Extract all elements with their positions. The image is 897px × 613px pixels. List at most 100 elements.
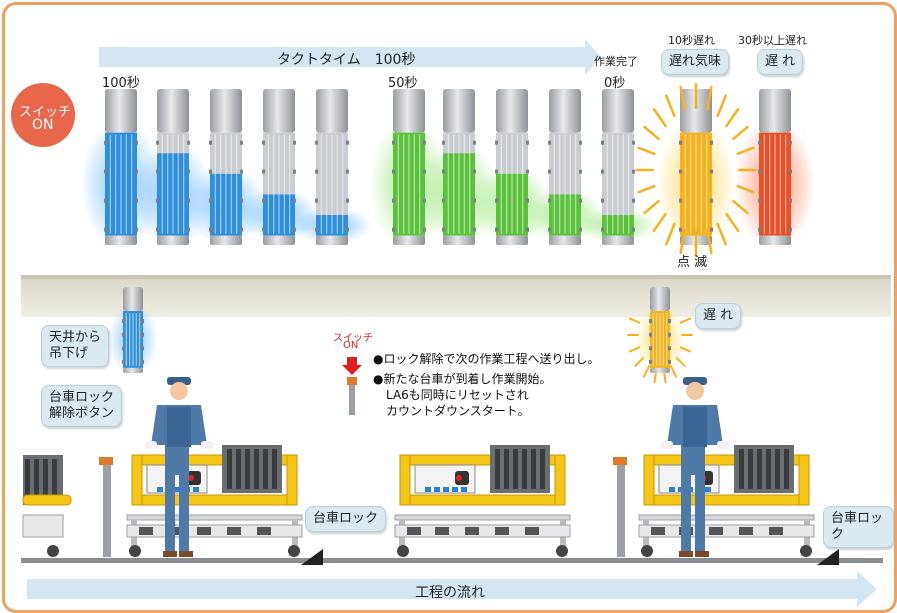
worker-right	[661, 377, 729, 557]
lamp-notch	[579, 140, 582, 145]
lamp-cap	[263, 89, 295, 133]
ray	[716, 94, 727, 118]
lamp-base	[210, 235, 242, 245]
lamp-notch	[346, 227, 349, 232]
machine-fin	[522, 449, 527, 489]
worker-overall	[683, 407, 707, 447]
cart-wheel	[556, 545, 568, 557]
lamp-notch	[632, 169, 635, 174]
lamp-notch	[135, 227, 138, 232]
ray	[736, 146, 755, 156]
lamp-notch	[526, 198, 529, 203]
machine-fin	[43, 459, 48, 499]
lamp-notch	[679, 169, 682, 174]
blue-part	[193, 487, 199, 492]
lamp-base	[602, 235, 634, 245]
machine-fin	[227, 449, 232, 489]
lamp-notch	[104, 198, 107, 203]
lamp-notch	[632, 198, 635, 203]
tower-lamp-12	[735, 89, 815, 252]
lamp-notch	[392, 198, 395, 203]
lamp-notch	[758, 198, 761, 203]
lamp-notch	[293, 198, 296, 203]
late10-label: 10秒遅れ	[668, 34, 715, 47]
lamp-notch	[548, 227, 551, 232]
lamp-base	[549, 235, 581, 245]
late10-tag: 遅れ気味	[661, 49, 730, 75]
lamp-base	[443, 235, 475, 245]
lamp-notch	[240, 140, 243, 145]
cart-slot	[465, 527, 479, 535]
lamp-notch	[315, 140, 318, 145]
cart-slot	[651, 527, 665, 535]
lamp-notch	[758, 227, 761, 232]
ray	[716, 222, 727, 246]
lamp-notch	[473, 169, 476, 174]
machine-fin	[254, 449, 259, 489]
ray	[679, 85, 687, 111]
worker-overall	[167, 407, 191, 447]
cart-2	[394, 445, 571, 557]
machine-light	[188, 475, 194, 481]
note-2b: LA6も同時にリセットされ	[386, 388, 529, 402]
lamp-notch	[346, 198, 349, 203]
unlock-post-left	[99, 457, 113, 557]
lamp-notch	[187, 227, 190, 232]
lamp-notch	[548, 198, 551, 203]
lamp-notch	[392, 140, 395, 145]
lamp-notch	[262, 140, 265, 145]
cart-base	[126, 514, 303, 521]
switch-label-2: ON	[32, 117, 54, 133]
machine-fin	[748, 449, 753, 489]
lamp-notch	[789, 198, 792, 203]
lamp-cap	[443, 89, 475, 133]
lamp-notch	[141, 359, 144, 364]
switch-pole	[349, 385, 355, 415]
ray	[725, 212, 740, 232]
lamp-notch	[601, 227, 604, 232]
tower-lamp-10	[578, 89, 658, 245]
lamp-notch	[156, 169, 159, 174]
lamp-notch	[346, 169, 349, 174]
ceiling-label-line2: 吊下げ	[49, 346, 89, 361]
lamp-notch	[632, 227, 635, 232]
lamp-notch	[679, 198, 682, 203]
machine-fin	[784, 449, 789, 489]
lamp-cap	[393, 89, 425, 133]
lamp-notch	[758, 169, 761, 174]
ray	[637, 146, 656, 156]
ceiling-label-line1: 天井から	[49, 330, 102, 345]
cart-wheel	[800, 545, 812, 557]
lamp-notch	[392, 169, 395, 174]
lamp-notch	[156, 198, 159, 203]
machine-fin	[34, 459, 39, 499]
lamp-notch	[649, 319, 652, 324]
lamp-base	[263, 235, 295, 245]
ray	[637, 184, 656, 194]
cart-slot	[495, 527, 509, 535]
lamp-notch	[104, 140, 107, 145]
cart-slot	[139, 527, 153, 535]
cart-slot	[407, 527, 421, 535]
cart-yellow-bottom	[22, 494, 72, 506]
lamp-notch	[601, 140, 604, 145]
worker-body	[667, 405, 723, 553]
ray	[679, 229, 687, 255]
lamp-cap	[316, 89, 348, 133]
lock-wedge-right	[817, 549, 839, 565]
lamp-notch	[156, 227, 159, 232]
lamp-notch	[526, 169, 529, 174]
cart-wheel	[397, 545, 409, 557]
lamp-notch	[710, 227, 713, 232]
machine-fin	[236, 449, 241, 489]
lock-label-left: 台車ロック	[305, 506, 387, 532]
cart-yellow-side	[399, 454, 411, 506]
lamp-notch	[679, 140, 682, 145]
lamp-base	[759, 235, 791, 245]
lamp-notch	[668, 359, 671, 364]
lamp-notch	[392, 227, 395, 232]
worker-glove	[145, 441, 157, 449]
unlock-button	[613, 457, 627, 465]
switch-label-1: スイッチ	[19, 105, 72, 120]
lamp-cap	[549, 89, 581, 133]
